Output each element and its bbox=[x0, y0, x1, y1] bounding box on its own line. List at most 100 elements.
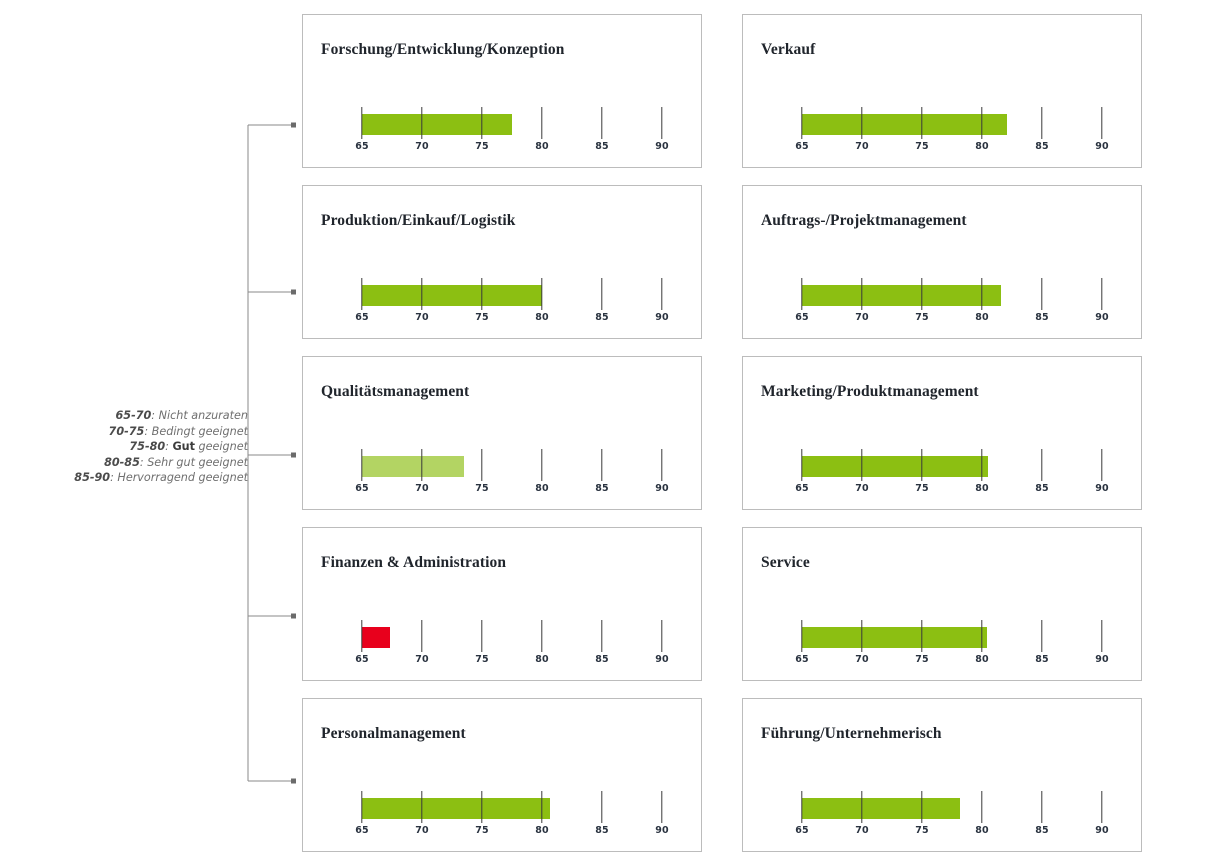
axis-tick bbox=[541, 107, 543, 139]
axis-tick bbox=[1041, 449, 1043, 481]
score-bar bbox=[362, 456, 464, 477]
axis-tick bbox=[861, 107, 863, 139]
axis-tick-label: 85 bbox=[595, 825, 609, 836]
card-title: Produktion/Einkauf/Logistik bbox=[321, 212, 516, 229]
axis-tick-label: 70 bbox=[415, 312, 429, 323]
axis-tick bbox=[421, 791, 423, 823]
axis-tick-label: 65 bbox=[795, 825, 809, 836]
legend-range: 85-90 bbox=[74, 471, 111, 485]
axis-tick bbox=[541, 449, 543, 481]
axis-tick-label: 90 bbox=[655, 654, 669, 665]
axis-tick-label: 75 bbox=[475, 483, 489, 494]
axis-tick bbox=[801, 620, 803, 652]
card-title: Auftrags-/Projektmanagement bbox=[761, 212, 967, 229]
axis-tick bbox=[921, 620, 923, 652]
axis-tick-label: 65 bbox=[795, 654, 809, 665]
card-title: Finanzen & Administration bbox=[321, 554, 507, 571]
axis-tick-label: 90 bbox=[1095, 483, 1109, 494]
axis-tick bbox=[801, 791, 803, 823]
tree-node-dot bbox=[291, 452, 296, 458]
legend-separator: : bbox=[165, 440, 173, 454]
axis-tick bbox=[801, 278, 803, 310]
axis-tick-label: 75 bbox=[915, 483, 929, 494]
axis-tick bbox=[361, 791, 363, 823]
axis-tick-label: 75 bbox=[475, 312, 489, 323]
axis-tick bbox=[921, 107, 923, 139]
axis-tick-label: 80 bbox=[535, 825, 549, 836]
axis-tick-label: 75 bbox=[475, 825, 489, 836]
axis-tick-label: 90 bbox=[1095, 141, 1109, 152]
axis-tick-label: 70 bbox=[415, 825, 429, 836]
axis-tick bbox=[861, 791, 863, 823]
axis-tick bbox=[601, 107, 603, 139]
axis-tick-label: 85 bbox=[1035, 654, 1049, 665]
axis-tick-label: 75 bbox=[475, 654, 489, 665]
axis-tick bbox=[421, 449, 423, 481]
card-title: Personalmanagement bbox=[321, 725, 466, 742]
axis-tick-label: 90 bbox=[655, 483, 669, 494]
axis-tick-label: 85 bbox=[595, 654, 609, 665]
legend-row: 85-90: Hervorragend geeignet bbox=[60, 470, 248, 486]
axis-tick bbox=[801, 449, 803, 481]
axis-tick bbox=[361, 449, 363, 481]
axis-tick bbox=[541, 791, 543, 823]
axis-tick bbox=[981, 620, 983, 652]
axis-tick-label: 75 bbox=[915, 141, 929, 152]
axis-tick-label: 90 bbox=[655, 141, 669, 152]
axis-tick-label: 65 bbox=[795, 312, 809, 323]
axis-tick-label: 90 bbox=[1095, 654, 1109, 665]
legend-separator: : bbox=[144, 424, 152, 438]
tree-node-dot bbox=[291, 613, 296, 619]
axis-tick bbox=[1041, 620, 1043, 652]
score-bar bbox=[802, 798, 961, 819]
score-bar bbox=[362, 114, 512, 135]
axis-tick-label: 70 bbox=[855, 825, 869, 836]
axis-tick-label: 90 bbox=[655, 825, 669, 836]
axis-tick bbox=[481, 107, 483, 139]
axis-tick-label: 85 bbox=[1035, 483, 1049, 494]
legend-range: 75-80 bbox=[129, 440, 166, 454]
axis-tick-label: 65 bbox=[355, 654, 369, 665]
card-title: Führung/Unternehmerisch bbox=[761, 725, 942, 742]
axis-tick bbox=[861, 449, 863, 481]
axis-tick-label: 85 bbox=[1035, 141, 1049, 152]
axis-tick-label: 65 bbox=[355, 141, 369, 152]
score-bar bbox=[362, 627, 390, 648]
axis-tick-label: 80 bbox=[975, 141, 989, 152]
axis-tick-label: 65 bbox=[355, 312, 369, 323]
axis-tick bbox=[1041, 791, 1043, 823]
axis-tick bbox=[541, 620, 543, 652]
score-bar bbox=[362, 798, 551, 819]
axis-tick bbox=[421, 620, 423, 652]
axis-tick bbox=[1101, 107, 1103, 139]
axis-tick bbox=[1101, 278, 1103, 310]
tree-node-dot bbox=[291, 778, 296, 784]
axis-tick bbox=[861, 620, 863, 652]
axis-tick bbox=[361, 620, 363, 652]
axis-tick-label: 70 bbox=[855, 483, 869, 494]
axis-tick bbox=[1101, 449, 1103, 481]
legend-row: 70-75: Bedingt geeignet bbox=[60, 424, 248, 440]
axis-tick-label: 85 bbox=[1035, 825, 1049, 836]
axis-tick bbox=[1041, 107, 1043, 139]
tree-node-dot bbox=[291, 289, 296, 295]
legend-range: 70-75 bbox=[108, 424, 145, 438]
axis-tick bbox=[801, 107, 803, 139]
legend-label: Sehr gut geeignet bbox=[147, 455, 248, 469]
axis-tick bbox=[1101, 791, 1103, 823]
axis-tick bbox=[481, 620, 483, 652]
